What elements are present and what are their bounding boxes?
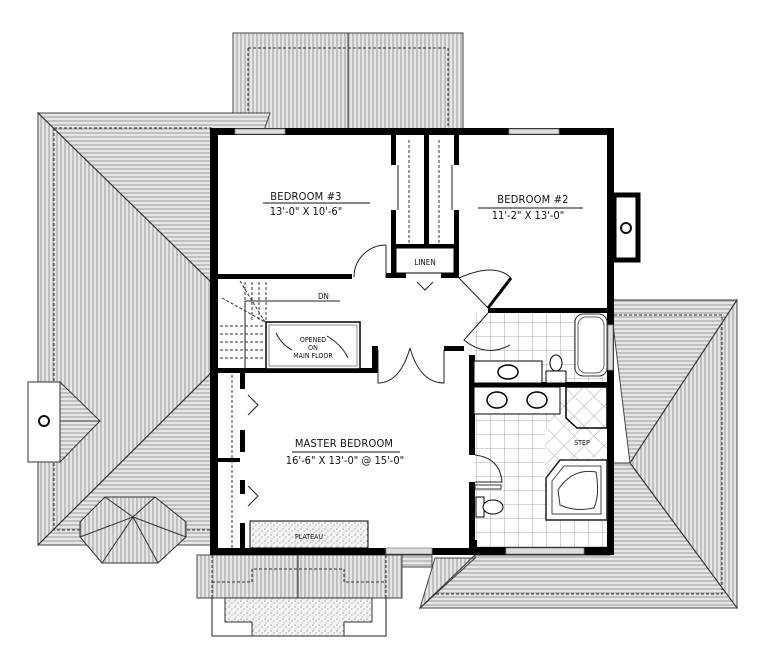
doors[interactable] (247, 244, 513, 507)
room-name: MASTER BEDROOM (295, 437, 393, 450)
closet-door-lower[interactable] (247, 485, 259, 507)
svg-text:OPENED: OPENED (300, 336, 326, 344)
room-name: BEDROOM #2 (497, 193, 568, 206)
bathtub-icon (577, 316, 605, 374)
room-bedroom2: BEDROOM #2 11'-2" X 13'-0" (478, 193, 583, 222)
linen-door-swing (416, 281, 434, 291)
bedroom3-door[interactable] (353, 244, 387, 278)
closet-rods (231, 140, 453, 548)
roof-top (232, 32, 464, 134)
roof-left (27, 111, 271, 547)
bedroom2-door[interactable] (486, 277, 513, 309)
wc-door[interactable] (474, 454, 503, 483)
vent-icon (620, 222, 632, 234)
master-door-left[interactable] (377, 347, 411, 384)
whirlpool-tub-icon (557, 470, 599, 510)
windows (234, 128, 614, 555)
svg-text:MAIN FLOOR: MAIN FLOOR (293, 352, 333, 360)
svg-text:ON: ON (308, 344, 318, 352)
sink-icon (526, 391, 548, 409)
roof-right (418, 298, 738, 610)
chimney-right (611, 192, 641, 263)
master-door-right[interactable] (409, 347, 445, 384)
shower-icon (565, 386, 608, 429)
sink-icon (486, 391, 508, 409)
room-dimensions: 11'-2" X 13'-0" (492, 209, 565, 222)
bathroom-door[interactable] (463, 312, 511, 351)
toilet-icon (549, 354, 563, 372)
toilet-icon (482, 499, 504, 515)
interior-walls (218, 135, 610, 548)
staircase[interactable]: DN (218, 279, 340, 368)
room-dimensions: 13'-0" X 10'-6" (270, 205, 343, 218)
closet-door-upper[interactable] (247, 394, 259, 416)
roof-turret (79, 496, 187, 564)
open-to-below-area: OPENED ON MAIN FLOOR (265, 321, 361, 370)
stairs-down-label: DN (318, 292, 329, 301)
linen-label: LINEN (414, 258, 435, 267)
chimney-left (27, 381, 61, 463)
plateau (249, 520, 369, 549)
room-master-bedroom: MASTER BEDROOM 16'-6" X 13'-0" @ 15'-0" (286, 437, 404, 467)
roof-front (196, 554, 433, 637)
linen-closet (395, 247, 455, 274)
sink-icon (497, 364, 519, 380)
bathroom-fixtures: STEP (473, 313, 608, 521)
step-label: STEP (574, 439, 590, 447)
room-dimensions: 16'-6" X 13'-0" @ 15'-0" (286, 454, 404, 467)
room-name: BEDROOM #3 (270, 190, 341, 203)
vent-icon (38, 415, 50, 427)
room-bedroom3: BEDROOM #3 13'-0" X 10'-6" (263, 190, 370, 218)
plateau-label: PLATEAU (295, 533, 323, 541)
